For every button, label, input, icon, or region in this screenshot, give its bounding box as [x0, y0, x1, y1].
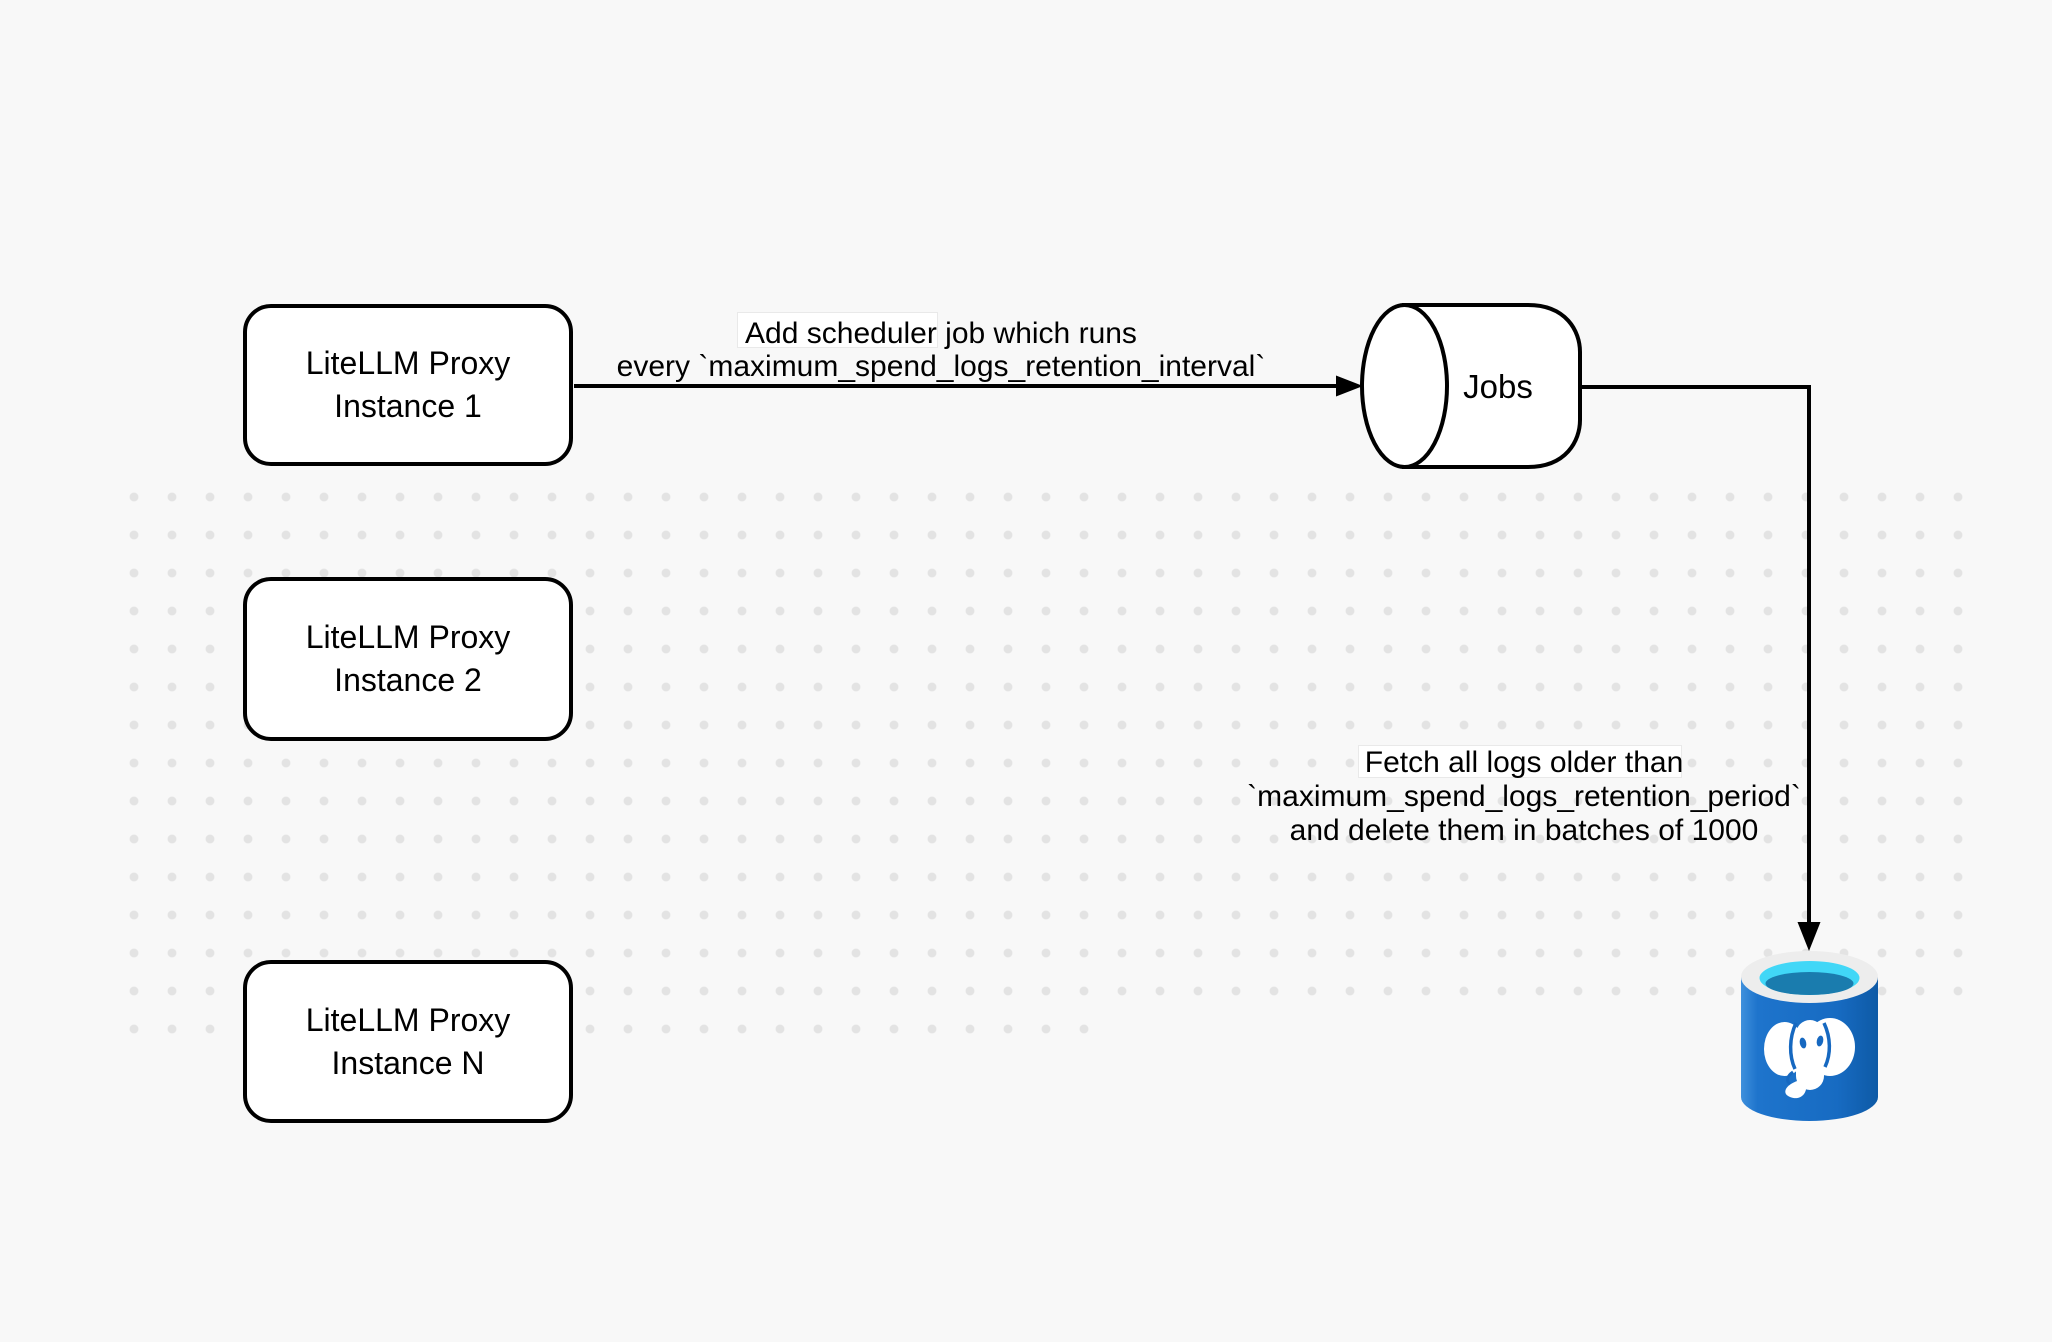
postgres-elephant-icon — [1764, 1018, 1855, 1099]
node-litellm-proxy-instance-1: LiteLLM Proxy Instance 1 — [243, 304, 573, 466]
edge-label-line: Add scheduler job which runs — [745, 317, 1137, 350]
postgresql-database-icon — [1741, 951, 1878, 1121]
postgres-water-deep — [1765, 972, 1854, 995]
node-litellm-proxy-instance-n: LiteLLM Proxy Instance N — [243, 960, 573, 1123]
node-label-line: LiteLLM Proxy — [305, 619, 511, 655]
label-highlight-box — [737, 312, 938, 348]
node-label-line: Instance 2 — [334, 662, 482, 698]
edge-label-line: and delete them in batches of 1000 — [1289, 814, 1759, 847]
node-litellm-proxy-instance-2: LiteLLM Proxy Instance 2 — [243, 577, 573, 741]
edge-label-scheduler-job: Add scheduler job which runs every `maxi… — [617, 317, 1266, 383]
jobs-queue-body — [1402, 303, 1582, 469]
node-label-line: LiteLLM Proxy — [305, 345, 511, 381]
arrowhead-right-icon — [1336, 375, 1363, 397]
node-label-line: Instance 1 — [334, 388, 482, 424]
jobs-queue-label: Jobs — [1463, 368, 1533, 405]
edge-label-line: Fetch all logs older than — [1364, 746, 1684, 779]
jobs-queue-ellipse — [1360, 303, 1449, 469]
edge-jobs-to-postgres — [1580, 385, 1811, 922]
node-label-line: LiteLLM Proxy — [305, 1001, 511, 1038]
edge-label-line: `maximum_spend_logs_retention_period` — [1247, 780, 1801, 813]
edge-label-fetch-delete-logs: Fetch all logs older than `maximum_spend… — [1247, 746, 1801, 848]
arrowhead-down-icon — [1797, 922, 1821, 951]
label-highlight-box — [1358, 745, 1682, 778]
edge-label-line: every `maximum_spend_logs_retention_inte… — [616, 350, 1266, 383]
node-label-line: Instance N — [331, 1044, 485, 1081]
dot-grid — [115, 478, 1977, 1010]
